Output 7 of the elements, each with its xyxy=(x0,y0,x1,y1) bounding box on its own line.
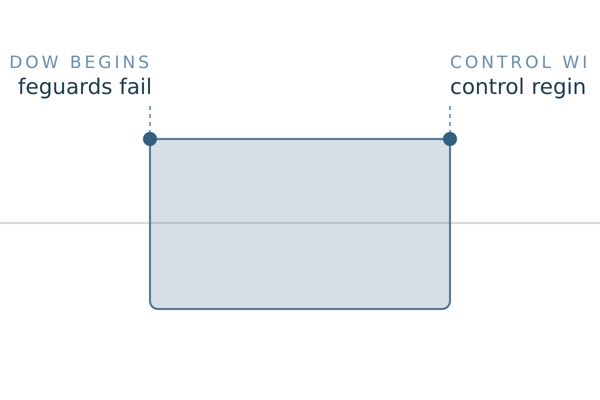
leader-line xyxy=(143,106,157,146)
leader-line xyxy=(443,106,457,146)
shaded-panel xyxy=(149,138,451,310)
phase-label: control regin xyxy=(450,74,586,102)
phase-heading: CONTROL WI xyxy=(450,52,590,74)
phase-heading: DOW BEGINS xyxy=(9,52,152,74)
phase-label: feguards fail xyxy=(18,74,152,102)
